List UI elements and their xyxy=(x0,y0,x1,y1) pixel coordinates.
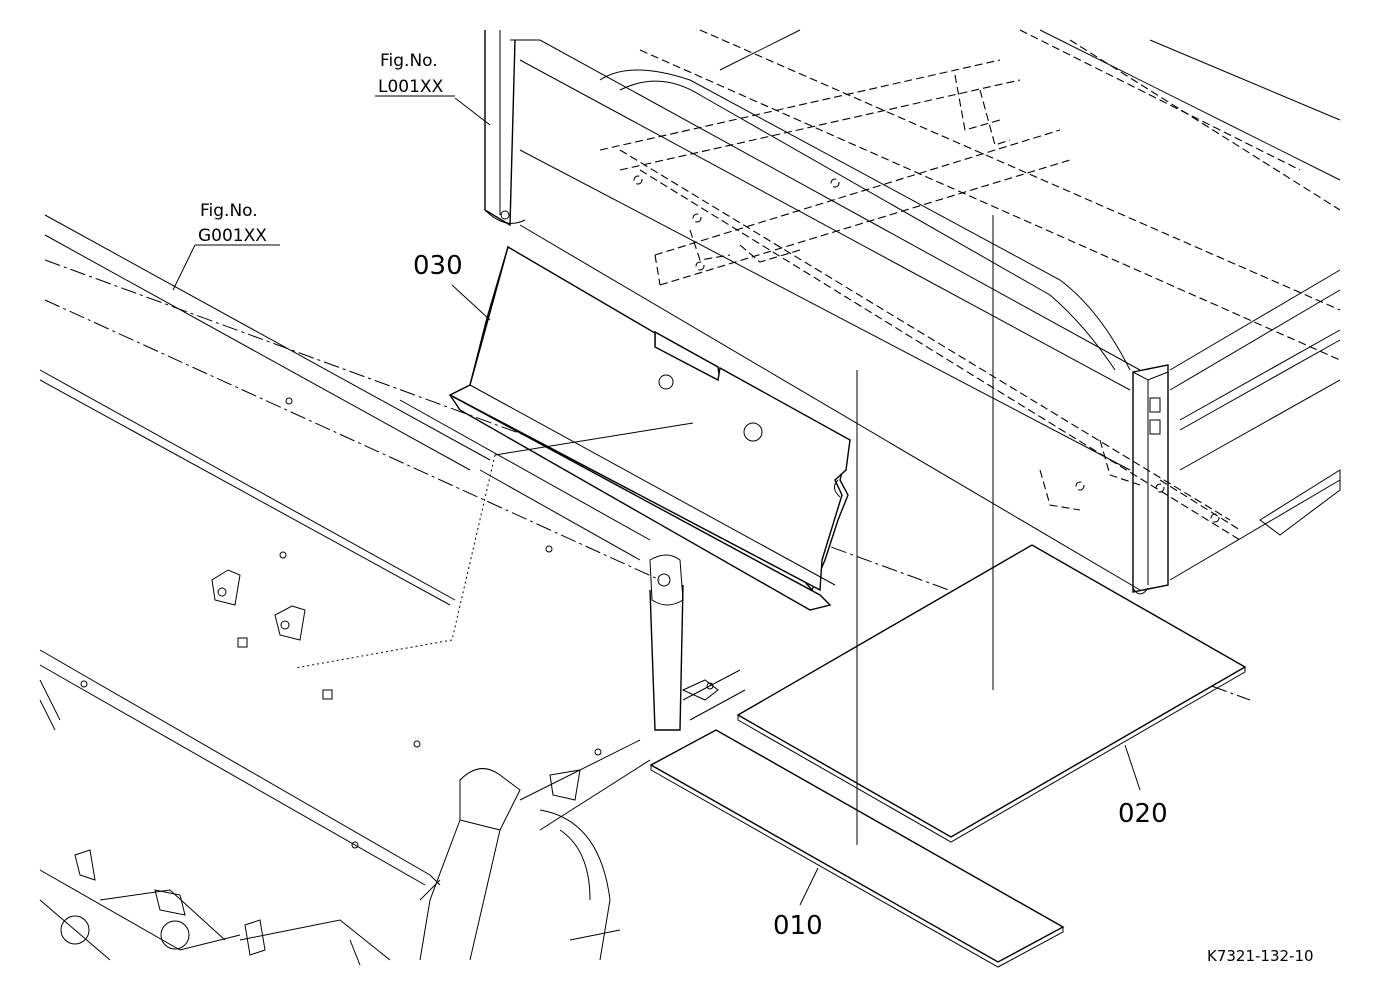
fig-ref-code: G001XX xyxy=(198,226,267,246)
fig-ref-l001xx[interactable]: Fig.No. L001XX xyxy=(378,51,444,97)
part-010-strip xyxy=(649,729,1065,968)
part-020-mat xyxy=(736,544,1247,843)
part-030-panel xyxy=(448,245,851,611)
fig-ref-label: Fig.No. xyxy=(380,51,438,71)
callout-leaders xyxy=(172,95,1141,906)
cargo-bed-frame xyxy=(484,29,1341,595)
assembly-leaders xyxy=(294,215,994,845)
fig-ref-g001xx[interactable]: Fig.No. G001XX xyxy=(198,201,267,246)
fig-ref-label: Fig.No. xyxy=(200,201,258,221)
drawing-code: K7321-132-10 xyxy=(1207,947,1314,965)
part-number-030[interactable]: 030 xyxy=(413,251,463,281)
fig-ref-code: L001XX xyxy=(378,77,444,97)
part-number-020[interactable]: 020 xyxy=(1118,799,1168,829)
part-number-010[interactable]: 010 xyxy=(773,911,823,941)
